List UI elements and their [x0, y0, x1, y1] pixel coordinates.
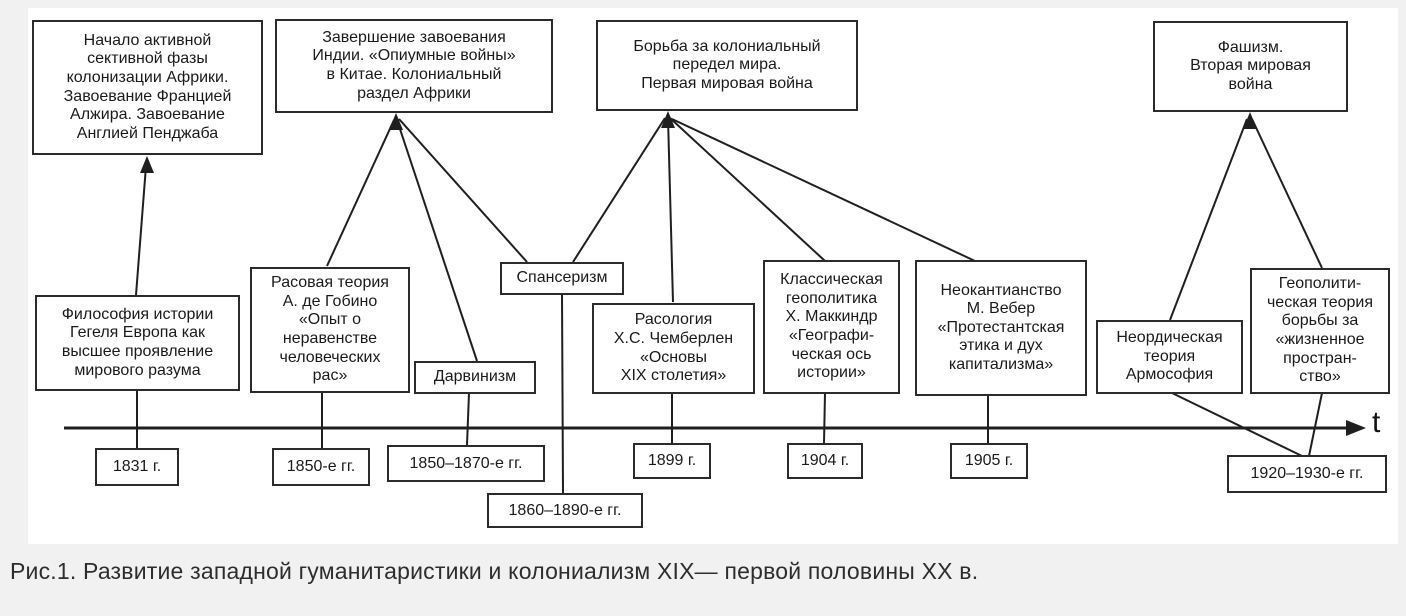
theory-box-nordic-ariosophy: Неордическая теория Армософия — [1096, 320, 1243, 394]
arrowhead-right-icon — [1346, 420, 1366, 436]
connector-line — [466, 392, 470, 446]
date-box-1831: 1831 г. — [95, 448, 179, 486]
date-box-1920-1930s: 1920–1930-е гг. — [1227, 455, 1387, 493]
connector-line — [1169, 118, 1248, 321]
connector-line — [1171, 392, 1303, 457]
theory-box-spencerism: Спансеризм — [500, 262, 624, 295]
date-box-1860-1890s: 1860–1890-е гг. — [487, 493, 643, 528]
theory-box-gobineau: Расовая теория А. де Гобино «Опыт о нера… — [250, 267, 410, 393]
connector-line — [1251, 118, 1323, 269]
connector-line — [669, 117, 826, 262]
arrowhead-up-icon — [389, 113, 403, 130]
event-box-africa-colonization: Начало активной сективной фазы колонизац… — [32, 20, 263, 155]
theory-box-lebensraum: Геополити- ческая теория борьбы за «жизн… — [1250, 268, 1390, 394]
event-box-india-opium-wars: Завершение завоевания Индии. «Опиумные в… — [275, 19, 553, 113]
date-box-1905: 1905 г. — [950, 443, 1028, 479]
theory-box-hegel: Философия истории Гегеля Европа как высш… — [35, 295, 240, 391]
connector-line — [398, 118, 528, 263]
event-box-wwi: Борьба за колониальный передел мира. Пер… — [596, 20, 858, 111]
arrowhead-up-icon — [140, 156, 154, 173]
date-box-1850-1870s: 1850–1870-е гг. — [387, 445, 545, 482]
theory-box-chamberlain: Расология Х.С. Чемберлен «Основы XIX сто… — [592, 303, 755, 394]
theory-box-darwinism: Дарвинизм — [414, 361, 536, 394]
connector-line — [561, 293, 564, 494]
theory-box-weber: Неокантианство М. Вебер «Протестантская … — [915, 260, 1087, 396]
connector-line — [823, 392, 826, 444]
date-box-1899: 1899 г. — [633, 443, 711, 479]
theory-box-mackinder: Классическая геополитика Х. Маккиндр «Ге… — [763, 260, 900, 394]
timeline-axis-label: t — [1372, 406, 1381, 439]
arrowhead-up-icon — [1243, 112, 1257, 129]
connector-line — [1308, 392, 1323, 457]
connector-line — [326, 119, 395, 267]
date-box-1850s: 1850-е гг. — [272, 448, 370, 486]
date-box-1904: 1904 г. — [787, 443, 863, 479]
event-box-fascism-wwii: Фашизм. Вторая мировая война — [1153, 21, 1348, 112]
connector-line — [396, 119, 478, 362]
figure-caption: Рис.1. Развитие западной гуманитаристики… — [10, 558, 979, 584]
connector-line — [572, 117, 666, 263]
connector-line — [135, 165, 147, 296]
connector-line — [671, 118, 976, 262]
arrowhead-up-icon — [661, 111, 675, 128]
connector-line — [667, 117, 674, 303]
